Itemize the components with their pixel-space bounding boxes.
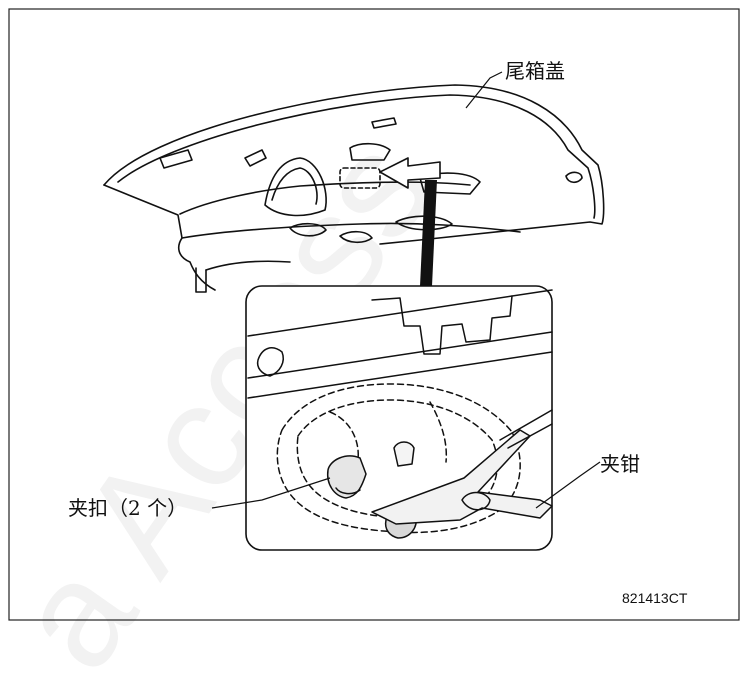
trim-rib-2 <box>429 401 448 463</box>
removal-direction-arrow <box>379 157 441 189</box>
trunk-lid-label: 尾箱盖 <box>505 59 565 83</box>
pliers-label: 夹钳 <box>600 452 640 476</box>
hinge-post <box>195 267 207 293</box>
clip-1-body <box>326 455 367 499</box>
panel-slot-2 <box>244 149 267 167</box>
outer-frame <box>8 8 740 621</box>
inset-panel-edge-1 <box>247 289 553 337</box>
panel-hole-1 <box>289 222 327 237</box>
zoom-inset-drawing <box>247 289 553 539</box>
trunk-lid-drawing <box>103 84 605 293</box>
clips-leader <box>211 477 331 509</box>
diagram-canvas: a Access <box>0 8 740 698</box>
line-drawing <box>8 8 740 621</box>
trunk-lid-left-edge <box>103 184 216 291</box>
clips-label: 夹扣（2 个） <box>68 496 188 520</box>
inset-side-clip <box>256 347 284 377</box>
figure-code: 821413CT <box>622 590 688 606</box>
panel-slot-3 <box>371 117 397 129</box>
panel-slot-1 <box>159 149 193 169</box>
pliers-jaw <box>371 429 553 525</box>
panel-opening-left <box>264 157 327 217</box>
inset-connector-bar <box>420 180 437 286</box>
panel-hole-2 <box>339 230 373 244</box>
panel-slot-4 <box>349 142 391 161</box>
inner-panel-mid-rib <box>181 222 521 239</box>
pliers-handle-2 <box>507 423 553 449</box>
pliers-handle-1 <box>499 409 553 441</box>
inset-panel-edge-3 <box>247 351 553 399</box>
trunk-lid-leader <box>465 71 503 109</box>
pliers-pivot <box>461 491 491 511</box>
clip-1-head <box>335 487 361 495</box>
trim-rib-1 <box>329 411 359 461</box>
clip-2-body <box>393 441 415 467</box>
detail-callout-box <box>339 167 381 189</box>
inset-latch-bracket <box>371 295 513 355</box>
trunk-lid-outline <box>103 84 605 245</box>
trunk-lid-inner-edge <box>117 94 596 219</box>
panel-hole-4 <box>565 171 583 184</box>
pliers-leader <box>535 461 601 509</box>
panel-opening-left-inner <box>271 167 318 205</box>
inset-panel-edge-2 <box>247 331 553 379</box>
panel-hole-3 <box>395 215 453 231</box>
inner-panel-lower-rib <box>205 260 291 271</box>
